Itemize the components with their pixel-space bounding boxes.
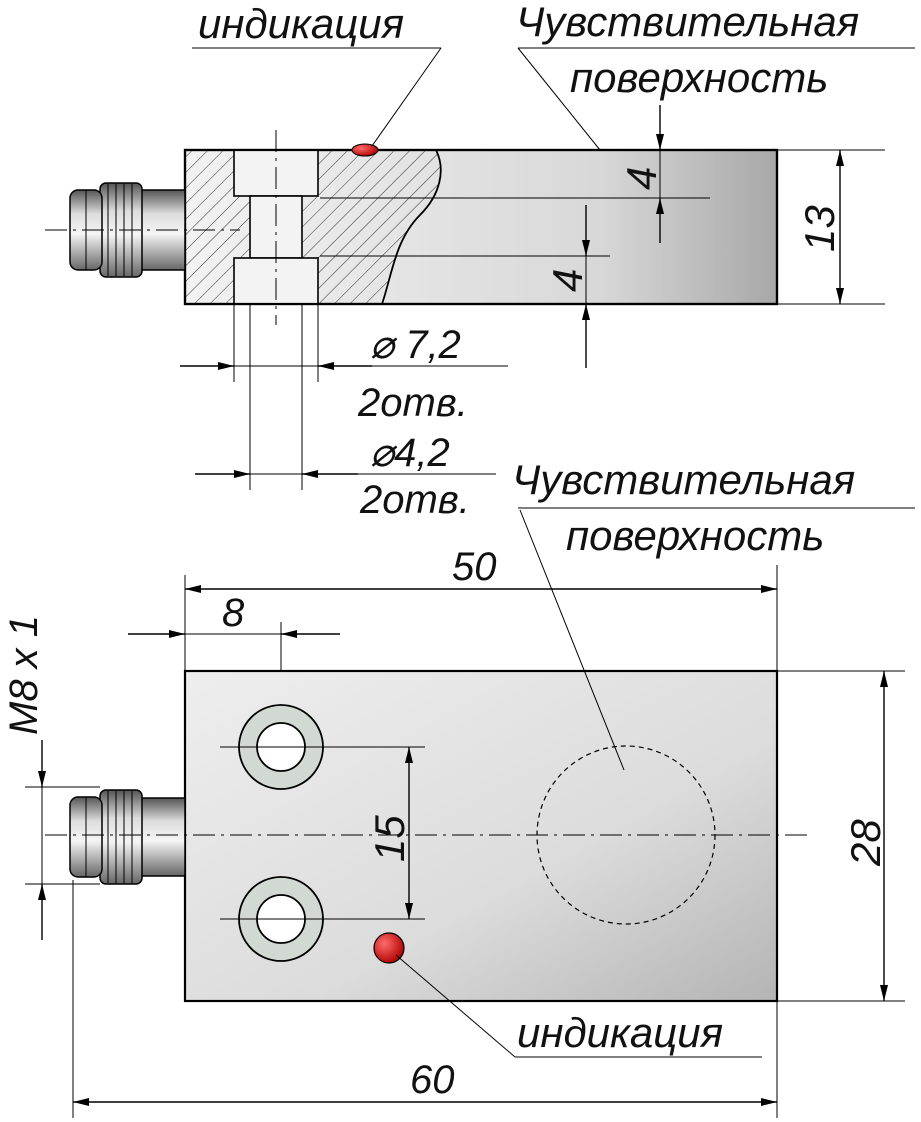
- dim-hole-spacing: 15: [366, 815, 413, 862]
- label-sensitive-bottom-2: поверхность: [566, 512, 824, 559]
- dim-hole-small: ⌀4,2: [370, 431, 450, 475]
- dim-width: 28: [842, 819, 889, 867]
- led-indicator-side: [351, 143, 379, 157]
- label-sensitive-top-1: Чувствительная: [516, 0, 859, 45]
- dim-body-length: 50: [452, 545, 497, 589]
- connector-plan: [69, 789, 186, 885]
- dim-thread: M8 x 1: [2, 615, 46, 735]
- dim-total-length: 60: [410, 1058, 455, 1102]
- label-sensitive-bottom-1: Чувствительная: [512, 456, 855, 503]
- dim-depth-upper: 4: [618, 167, 665, 190]
- label-sensitive-top-2: поверхность: [570, 54, 828, 101]
- sensing-area-circle: [536, 745, 716, 925]
- plan-view: Чувствительная поверхность 50 8: [2, 456, 915, 1118]
- dim-depth-lower: 4: [544, 269, 591, 292]
- label-indication-bottom: индикация: [517, 1009, 723, 1056]
- dim-hole-large-count: 2отв.: [357, 381, 468, 425]
- dim-hole-small-count: 2отв.: [359, 478, 470, 522]
- section-cut-edge: [381, 149, 442, 305]
- dim-height: 13: [796, 205, 843, 252]
- dim-hole-offset: 8: [222, 591, 245, 635]
- dim-hole-large: ⌀ 7,2: [370, 323, 461, 367]
- label-indication-top: индикация: [198, 0, 404, 47]
- side-view: индикация Чувствительная поверхность 4 4…: [45, 0, 915, 522]
